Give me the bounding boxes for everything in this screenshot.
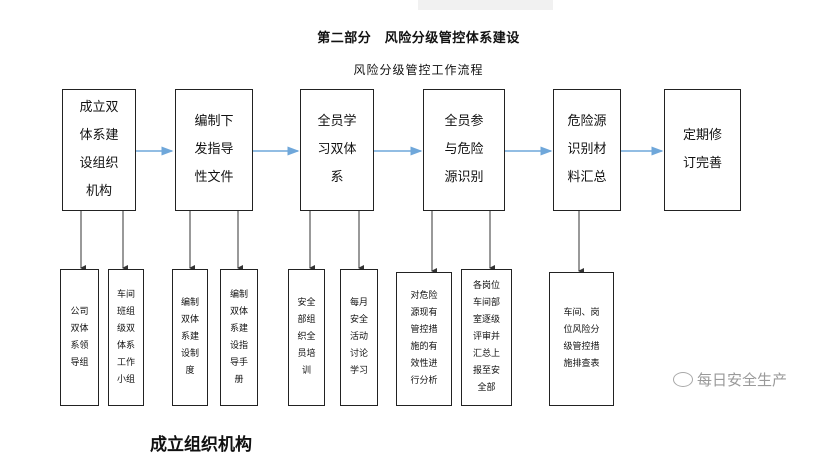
sub-label-6: 每月安全活动讨论学习	[349, 298, 368, 376]
flow-connectors	[80, 146, 664, 274]
step-box-2: 编制下发指导性文件	[175, 89, 253, 211]
top-image-strip	[418, 0, 553, 10]
sub-label-7: 对危险源现有管控措施的有效性进行分析	[410, 291, 438, 386]
sub-box-8: 各岗位车间部室逐级评审并汇总上报至安全部	[461, 269, 512, 406]
sub-box-6: 每月安全活动讨论学习	[340, 269, 378, 406]
step-label-6: 定期修订完善	[682, 128, 722, 171]
step-label-1: 成立双体系建设组织机构	[79, 100, 119, 199]
flow-title: 风险分级管控工作流程	[353, 63, 484, 77]
step-box-4: 全员参与危险源识别	[423, 89, 505, 211]
step-label-4: 全员参与危险源识别	[444, 114, 484, 185]
watermark-text: 每日安全生产	[697, 371, 788, 389]
step-box-5: 危险源识别材料汇总	[553, 89, 621, 211]
sub-label-8: 各岗位车间部室逐级评审并汇总上报至安全部	[472, 281, 500, 393]
step-box-6: 定期修订完善	[664, 89, 741, 211]
sub-label-4: 编制双体系建设指导手册	[229, 289, 248, 385]
wechat-icon	[673, 372, 693, 387]
sub-box-2: 车间班组级双体系工作小组	[108, 269, 144, 406]
sub-label-3: 编制双体系建设制度	[180, 298, 199, 376]
sub-label-5: 安全部组织全员培训	[297, 298, 316, 376]
sub-box-7: 对危险源现有管控措施的有效性进行分析	[396, 272, 452, 406]
watermark: 每日安全生产	[673, 369, 787, 390]
sub-box-4: 编制双体系建设指导手册	[220, 269, 258, 406]
section-title: 第二部分 风险分级管控体系建设	[317, 31, 520, 46]
sub-box-9: 车间、岗位风险分级管控措施排查表	[549, 272, 614, 406]
sub-label-1: 公司双体系领导组	[70, 306, 89, 368]
sub-box-1: 公司双体系领导组	[60, 269, 99, 406]
sub-box-3: 编制双体系建设制度	[172, 269, 208, 406]
sub-label-2: 车间班组级双体系工作小组	[116, 289, 135, 385]
step-box-3: 全员学习双体系	[300, 89, 374, 211]
step-label-5: 危险源识别材料汇总	[567, 114, 607, 185]
step-label-2: 编制下发指导性文件	[194, 114, 234, 185]
sub-box-5: 安全部组织全员培训	[288, 269, 325, 406]
step-box-1: 成立双体系建设组织机构	[62, 89, 136, 211]
footer-heading: 成立组织机构	[150, 435, 252, 455]
step-label-3: 全员学习双体系	[317, 114, 357, 185]
vertical-arrows	[80, 211, 584, 274]
sub-label-9: 车间、岗位风险分级管控措施排查表	[563, 308, 600, 369]
